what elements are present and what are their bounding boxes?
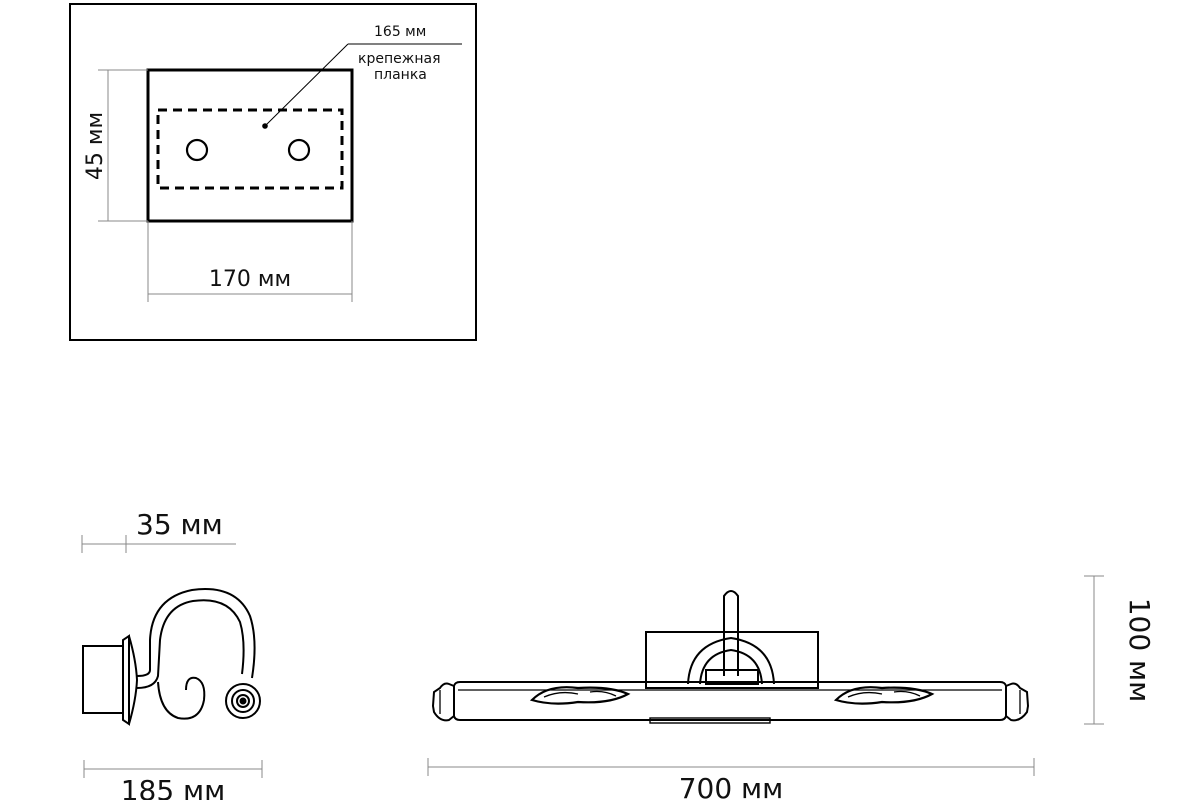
mount-plate-view: 165 мм крепежная планка 45 мм 170 мм xyxy=(69,3,477,341)
screw-hole-left xyxy=(185,138,209,162)
wall-plate-front xyxy=(645,631,819,689)
curved-arm xyxy=(136,588,256,679)
flange-side xyxy=(122,634,130,726)
screw-hole-right xyxy=(287,138,311,162)
depth-label: 35 мм xyxy=(136,508,223,541)
width-label: 170 мм xyxy=(209,267,291,292)
leader-line xyxy=(264,43,349,127)
wall-base-plate xyxy=(146,68,354,223)
front-height-label: 100 мм xyxy=(1123,598,1156,703)
length-label: 700 мм xyxy=(679,772,784,800)
lamp-head-side xyxy=(225,683,261,719)
vertical-arm xyxy=(723,590,739,676)
height-label: 45 мм xyxy=(83,112,108,180)
mounting-bracket-outline xyxy=(156,108,344,190)
mount-plate-frame xyxy=(69,3,477,341)
side-view: 35 мм 185 мм xyxy=(81,508,263,800)
ornament-right xyxy=(833,686,935,705)
wall-base-side xyxy=(82,645,124,714)
plate-name-line2: планка xyxy=(374,67,427,83)
finial-left xyxy=(431,682,455,722)
plate-name-line1: крепежная xyxy=(358,51,441,67)
finial-right xyxy=(1005,682,1030,722)
projection-label: 185 мм xyxy=(121,774,226,800)
front-view: 100 мм 700 мм xyxy=(427,575,1156,800)
plate-length-label: 165 мм xyxy=(374,24,426,40)
ornament-left xyxy=(529,686,631,705)
